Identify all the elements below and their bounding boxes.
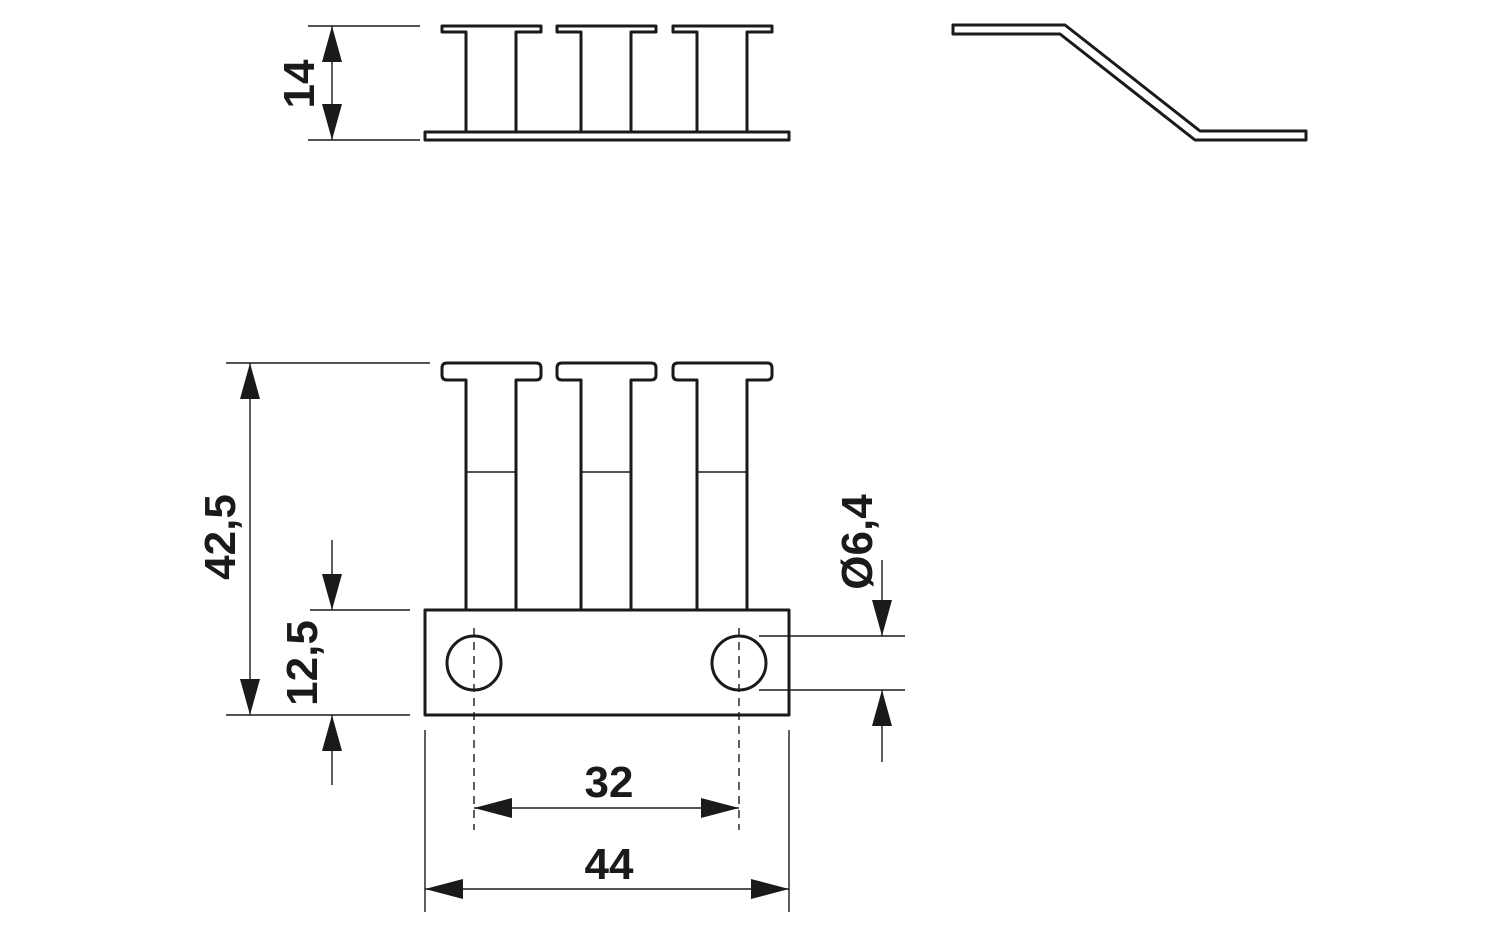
side-view-profile: [951, 23, 1308, 142]
top-view: 14: [275, 24, 791, 142]
front-view-base-plate: [423, 608, 791, 717]
arrow-down-icon: [322, 574, 342, 610]
front-view-hook-2: [555, 361, 658, 612]
dimension-label-top-height: 14: [275, 59, 324, 108]
arrow-right-icon: [701, 798, 739, 818]
dimension-label-base-width: 44: [585, 840, 634, 889]
arrow-left-icon: [425, 879, 463, 899]
dimension-label-hole-spacing: 32: [585, 758, 634, 807]
arrow-up-icon: [322, 26, 342, 62]
side-view: [951, 23, 1308, 142]
arrow-down-icon: [240, 679, 260, 715]
front-view: 42,5 12,5 Ø6,4 32 44: [196, 361, 905, 912]
front-view-hook-3: [671, 361, 774, 612]
arrow-left-icon: [474, 798, 512, 818]
dimension-label-hole-diameter: Ø6,4: [833, 494, 882, 590]
top-view-hook-1: [440, 24, 543, 134]
arrow-up-icon: [240, 363, 260, 399]
top-view-base-plate: [423, 130, 791, 142]
dimension-label-total-height: 42,5: [196, 494, 245, 580]
arrow-right-icon: [751, 879, 789, 899]
arrow-up-icon: [322, 715, 342, 751]
dimension-label-base-height: 12,5: [278, 620, 327, 706]
top-view-hook-2: [555, 24, 658, 134]
arrow-down-icon: [872, 600, 892, 636]
arrow-down-icon: [322, 104, 342, 140]
front-view-hook-1: [440, 361, 543, 612]
arrow-up-icon: [872, 690, 892, 726]
top-view-hook-3: [671, 24, 774, 134]
